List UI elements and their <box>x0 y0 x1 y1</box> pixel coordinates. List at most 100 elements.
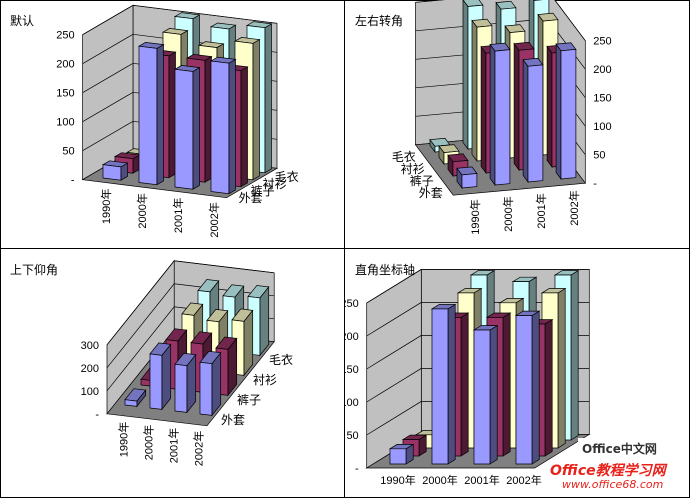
y-tick-label: 100 <box>56 117 74 129</box>
y-tick-label: 100 <box>593 121 611 133</box>
bar-外套-2002年 <box>560 49 577 180</box>
series-label: 外套 <box>221 413 245 427</box>
watermark-url: www.office68.com <box>562 478 664 491</box>
bar-衬衫-2000年-side <box>471 19 478 163</box>
x-category-label: 2001年 <box>171 198 185 233</box>
bar-外套-2001年 <box>174 363 188 413</box>
gridline <box>415 0 586 41</box>
chart-title: 直角坐标轴 <box>355 263 416 277</box>
bar-外套-1990年 <box>124 399 138 407</box>
x-category-label: 1990年 <box>99 189 113 224</box>
chart-title: 上下仰角 <box>10 263 59 277</box>
bar-外套-1990年 <box>389 448 407 465</box>
bar-外套-2002年-side <box>228 58 236 195</box>
y-tick-label: - <box>95 409 99 421</box>
bar-外套-2000年 <box>138 45 158 186</box>
series-label: 裤子 <box>251 184 275 198</box>
bar-外套-2002年-side <box>555 43 562 181</box>
x-category-label: 2002年 <box>191 431 205 466</box>
x-category-label: 1990年 <box>116 422 130 457</box>
bar-衬衫-2002年-side <box>557 287 566 449</box>
series-label: 衬衫 <box>401 162 425 176</box>
bar-外套-2002年 <box>199 361 213 416</box>
bar-外套-2002年 <box>210 60 230 195</box>
y-tick-label: 250 <box>56 30 74 42</box>
x-category-label: 2000年 <box>135 193 149 228</box>
y-tick-label: 100 <box>345 397 359 409</box>
x-category-label: 2001年 <box>464 473 499 487</box>
y-tick-label: 200 <box>81 363 99 375</box>
bar-裤子-2002年-side <box>240 66 248 188</box>
y-tick-label: 200 <box>593 64 611 76</box>
chart-title: 左右转角 <box>355 14 404 28</box>
y-tick-label: 200 <box>345 331 359 343</box>
y-tick-label: - <box>355 463 359 475</box>
bar-裤子-2001年-side <box>502 312 511 457</box>
x-category-label: 1990年 <box>468 199 482 234</box>
series-label: 裤子 <box>410 174 434 188</box>
bar-外套-1990年 <box>102 164 122 181</box>
x-category-label: 1990年 <box>380 473 415 487</box>
x-category-label: 2000年 <box>141 425 155 460</box>
x-category-label: 2002年 <box>567 190 581 225</box>
bar-外套-2000年 <box>494 49 511 186</box>
x-category-label: 2001年 <box>534 193 548 228</box>
watermark-office-tutorial: Office教程学习网 <box>550 463 666 479</box>
y-tick-label: 150 <box>56 88 74 100</box>
x-category-label: 2001年 <box>166 428 180 463</box>
bar-毛衣-2002年-side <box>570 269 579 441</box>
y-tick-label: 250 <box>345 298 359 310</box>
bar-外套-2002年 <box>515 315 533 465</box>
y-tick-label: 50 <box>593 150 605 162</box>
bar-衬衫-2002年-side <box>252 38 260 181</box>
gridline <box>106 260 275 346</box>
x-category-label: 2002年 <box>207 202 221 237</box>
series-label: 毛衣 <box>275 169 299 184</box>
y-tick-label: - <box>71 175 75 187</box>
series-label: 裤子 <box>237 393 261 407</box>
bar-外套-2001年 <box>527 64 544 183</box>
x-category-label: 2002年 <box>506 473 541 487</box>
bar-裤子-2000年-side <box>168 51 176 179</box>
bar-毛衣-2002年-side <box>259 285 270 357</box>
y-tick-label: 300 <box>81 340 99 352</box>
x-category-label: 2000年 <box>422 473 457 487</box>
bar-外套-2002年-side <box>531 310 540 465</box>
y-tick-label: 150 <box>593 93 611 105</box>
bar-外套-2001年 <box>473 329 491 465</box>
series-label: 衬衫 <box>263 177 287 191</box>
bar-外套-2000年-side <box>156 43 164 186</box>
gridline <box>82 4 278 36</box>
bar-外套-2000年 <box>431 308 449 465</box>
bar-外套-2000年-side <box>447 303 456 465</box>
bar-外套-2001年 <box>174 68 194 190</box>
bar-裤子-2001年-side <box>204 55 212 183</box>
y-tick-label: 50 <box>62 146 74 158</box>
panel-divider-vertical <box>344 0 345 498</box>
series-label: 毛衣 <box>269 352 293 367</box>
bar-外套-2001年-side <box>192 66 200 190</box>
bar-外套-2000年 <box>149 353 163 410</box>
series-label: 毛衣 <box>392 149 416 164</box>
bar-裤子-2000年-side <box>480 45 487 175</box>
bar-裤子-2002年-side <box>544 318 553 457</box>
bar-外套-2000年-side <box>489 43 496 187</box>
series-label: 衬衫 <box>253 373 277 387</box>
bar-毛衣-2000年-side <box>462 0 469 151</box>
y-tick-label: 150 <box>345 364 359 376</box>
y-tick-label: 250 <box>593 36 611 48</box>
watermark-office-cn: Office中文网 <box>578 438 665 467</box>
bar-毛衣-2002年-side <box>264 23 272 174</box>
x-category-label: 2000年 <box>501 196 515 231</box>
bar-外套-1990年 <box>461 173 478 189</box>
gridline <box>366 269 590 304</box>
y-tick-label: 200 <box>56 59 74 71</box>
